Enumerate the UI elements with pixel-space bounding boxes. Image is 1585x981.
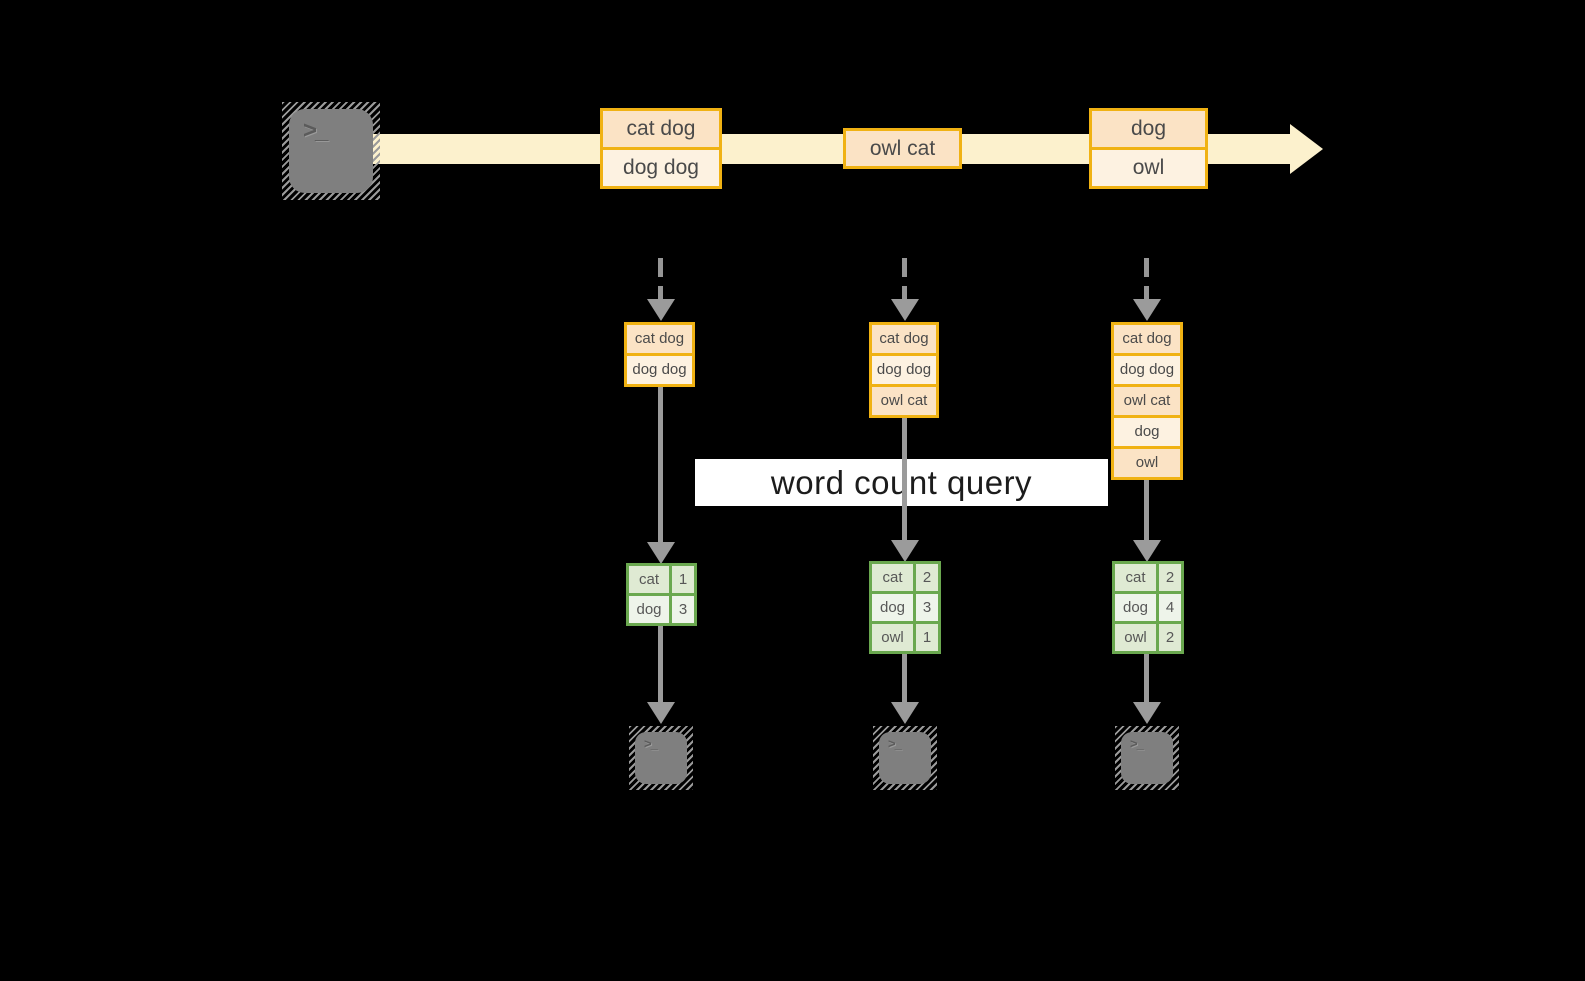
count-row: dog 4	[1115, 591, 1181, 621]
buffer-row: cat dog	[872, 325, 936, 353]
count-row: cat 1	[629, 566, 694, 593]
ingest-dashed-arrow	[902, 258, 907, 300]
stream-event-row: dog dog	[603, 147, 719, 186]
connector-line	[1144, 480, 1149, 542]
arrowhead-down-icon	[891, 540, 919, 562]
stream-event-row: dog	[1092, 111, 1205, 147]
count-value-cell: 3	[669, 596, 694, 623]
buffer-box: cat dog dog dog	[624, 322, 695, 387]
stream-event-box: owl cat	[843, 128, 962, 169]
buffer-box: cat dog dog dog owl cat dog owl	[1111, 322, 1183, 480]
count-table: cat 1 dog 3	[626, 563, 697, 626]
count-value-cell: 1	[669, 566, 694, 593]
count-word-cell: cat	[872, 564, 913, 591]
buffer-row: dog dog	[872, 353, 936, 384]
connector-line	[658, 624, 663, 704]
arrowhead-down-icon	[1133, 540, 1161, 562]
terminal-screen: >_	[289, 109, 373, 193]
arrowhead-down-icon	[1133, 299, 1161, 321]
buffer-box: cat dog dog dog owl cat	[869, 322, 939, 418]
buffer-row: owl	[1114, 446, 1180, 477]
count-value-cell: 3	[913, 594, 938, 621]
arrowhead-down-icon	[1133, 702, 1161, 724]
output-terminal-icon: >_	[1115, 726, 1179, 790]
arrowhead-down-icon	[647, 702, 675, 724]
terminal-screen: >_	[635, 732, 687, 784]
terminal-prompt-icon: >_	[303, 117, 328, 144]
stream-event-box: cat dog dog dog	[600, 108, 722, 189]
output-terminal-icon: >_	[629, 726, 693, 790]
count-word-cell: cat	[1115, 564, 1156, 591]
stream-event-box: dog owl	[1089, 108, 1208, 189]
count-table: cat 2 dog 3 owl 1	[869, 561, 941, 654]
connector-line	[658, 386, 663, 544]
count-word-cell: owl	[872, 624, 913, 651]
count-word-cell: dog	[1115, 594, 1156, 621]
source-terminal-icon: >_	[282, 102, 380, 200]
count-row: cat 2	[1115, 564, 1181, 591]
buffer-row: owl cat	[872, 384, 936, 415]
count-value-cell: 2	[1156, 564, 1181, 591]
count-value-cell: 2	[913, 564, 938, 591]
buffer-row: dog dog	[1114, 353, 1180, 384]
ingest-dashed-arrow	[658, 258, 663, 300]
connector-line	[902, 415, 907, 542]
buffer-row: cat dog	[627, 325, 692, 353]
count-word-cell: dog	[872, 594, 913, 621]
terminal-prompt-icon: >_	[888, 736, 902, 751]
output-terminal-icon: >_	[873, 726, 937, 790]
count-row: cat 2	[872, 564, 938, 591]
stream-arrowhead-icon	[1290, 124, 1323, 174]
terminal-prompt-icon: >_	[1130, 736, 1144, 751]
count-word-cell: dog	[629, 596, 669, 623]
stream-event-row: owl	[1092, 147, 1205, 186]
count-row: owl 2	[1115, 621, 1181, 651]
stream-event-row: owl cat	[846, 131, 959, 166]
connector-line	[902, 653, 907, 704]
count-table: cat 2 dog 4 owl 2	[1112, 561, 1184, 654]
count-value-cell: 1	[913, 624, 938, 651]
count-row: dog 3	[872, 591, 938, 621]
ingest-dashed-arrow	[1144, 258, 1149, 300]
terminal-screen: >_	[879, 732, 931, 784]
count-word-cell: owl	[1115, 624, 1156, 651]
count-value-cell: 4	[1156, 594, 1181, 621]
terminal-screen: >_	[1121, 732, 1173, 784]
buffer-row: dog dog	[627, 353, 692, 384]
arrowhead-down-icon	[891, 702, 919, 724]
connector-line	[1144, 653, 1149, 704]
query-label: word count query	[770, 463, 1033, 501]
stream-event-row: cat dog	[603, 111, 719, 147]
arrowhead-down-icon	[647, 299, 675, 321]
buffer-row: owl cat	[1114, 384, 1180, 415]
count-row: dog 3	[629, 593, 694, 623]
arrowhead-down-icon	[647, 542, 675, 564]
count-value-cell: 2	[1156, 624, 1181, 651]
terminal-prompt-icon: >_	[644, 736, 658, 751]
buffer-row: cat dog	[1114, 325, 1180, 353]
buffer-row: dog	[1114, 415, 1180, 446]
count-row: owl 1	[872, 621, 938, 651]
count-word-cell: cat	[629, 566, 669, 593]
query-label-banner: word count query	[695, 459, 1108, 506]
arrowhead-down-icon	[891, 299, 919, 321]
